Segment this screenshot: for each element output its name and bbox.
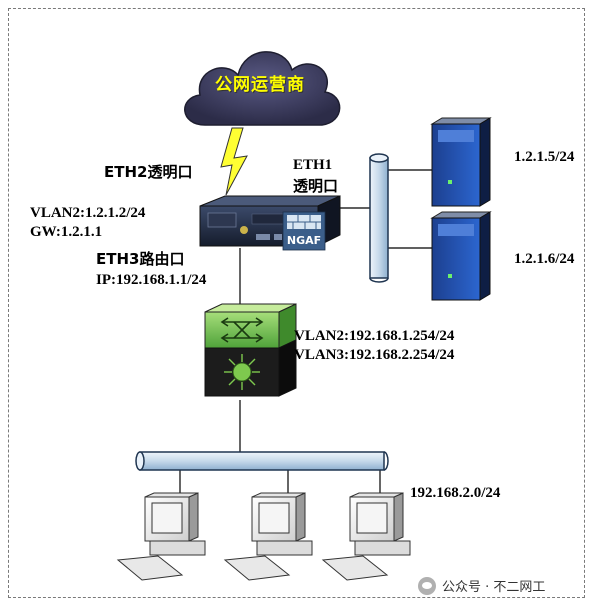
links <box>179 169 432 497</box>
ngaf-badge-text: NGAF <box>287 234 321 247</box>
pc-1 <box>116 492 206 581</box>
eth1-label: ETH1 <box>293 157 333 173</box>
isp-cloud <box>184 51 341 126</box>
pc-2 <box>223 492 313 581</box>
wechat-icon <box>418 576 436 595</box>
switch-vlan2-label: VLAN2:192.168.1.254/24 <box>294 328 455 344</box>
layer3-switch <box>204 303 297 397</box>
server-bus <box>369 153 389 283</box>
lightning-bolt <box>220 127 248 196</box>
firewall-device <box>199 195 341 251</box>
server-2 <box>430 211 492 301</box>
server-1-ip-label: 1.2.1.5/24 <box>514 149 575 165</box>
watermark-text: 公众号 · 不二网工 <box>442 580 546 595</box>
server-2-ip-label: 1.2.1.6/24 <box>514 251 575 267</box>
vlan2-wan-label: VLAN2:1.2.1.2/24 <box>30 205 146 221</box>
eth3-label: ETH3路由口 <box>96 250 185 268</box>
server-1 <box>430 117 492 207</box>
eth2-label: ETH2透明口 <box>104 163 193 181</box>
eth1-mode-label: 透明口 <box>293 177 339 195</box>
lan-bus <box>135 451 389 471</box>
switch-vlan3-label: VLAN3:192.168.2.254/24 <box>294 347 455 363</box>
wechat-watermark: 公众号 · 不二网工 <box>418 576 545 595</box>
isp-cloud-label: 公网运营商 <box>215 75 305 95</box>
dashed-frame <box>8 8 585 598</box>
pc-3 <box>321 492 411 581</box>
lan-subnet-label: 192.168.2.0/24 <box>410 485 501 501</box>
eth3-ip-label: IP:192.168.1.1/24 <box>96 272 207 288</box>
gateway-label: GW:1.2.1.1 <box>30 224 103 240</box>
